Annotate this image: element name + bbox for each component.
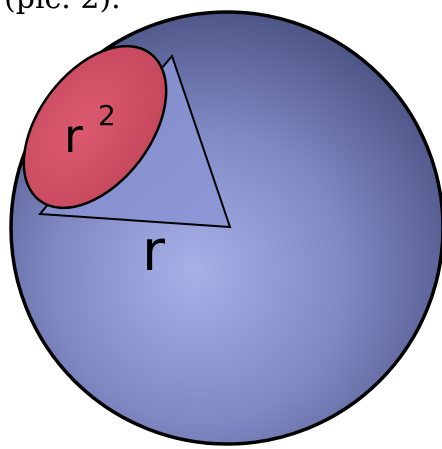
caption-fragment: (pic. 2). [4,0,121,14]
cap-area-label: r [64,109,83,163]
cap-area-exponent: 2 [98,99,116,132]
cap-area-base: r [64,109,83,163]
radius-label: r [142,219,166,284]
spherical-cap [22,44,168,210]
